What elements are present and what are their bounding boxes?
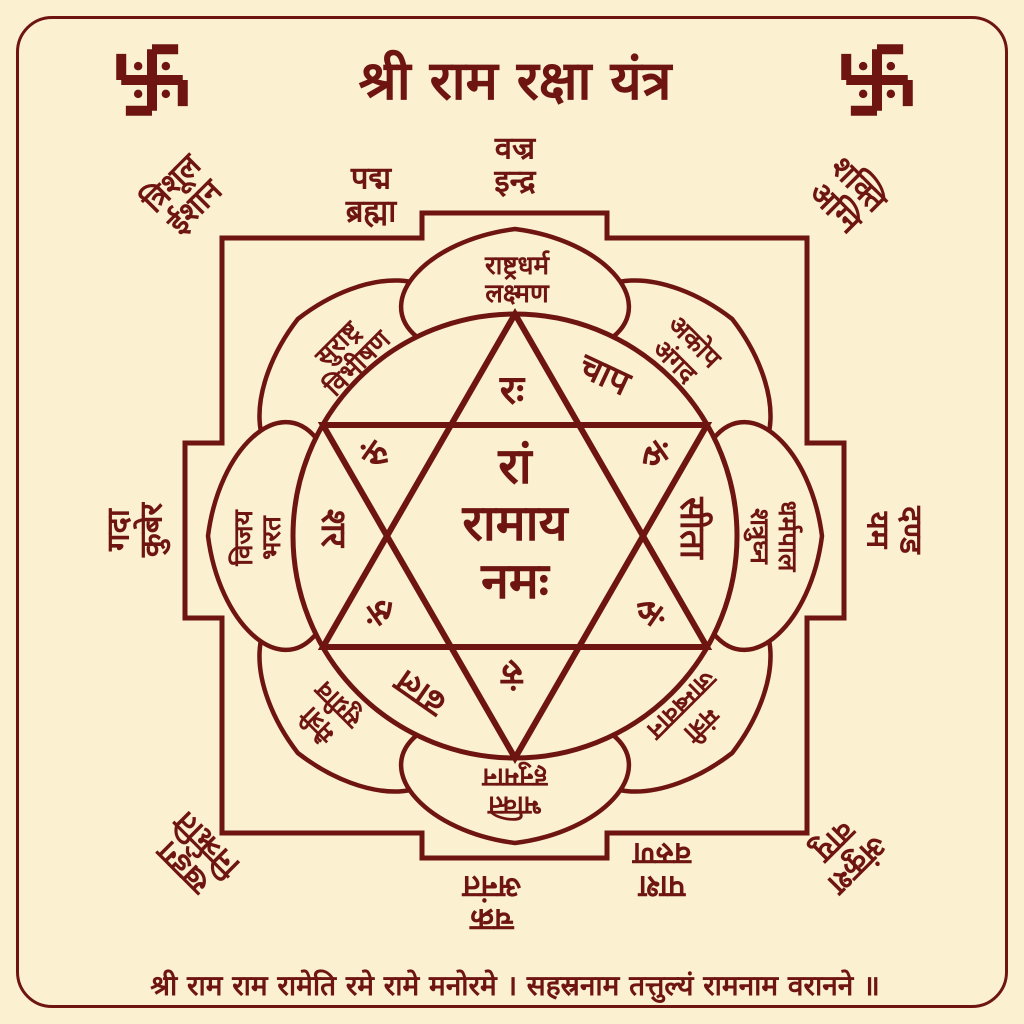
- hexagram-triangle-up: [317, 307, 713, 650]
- hexagram-triangle-down: [317, 422, 713, 765]
- petal-label-bharat: विजय भरत: [228, 510, 287, 566]
- bija-bottom: रुं: [501, 651, 523, 693]
- direction-label-varun-pash: पाश वरुण: [632, 835, 692, 905]
- direction-label-brahma-padma: पद्म ब्रह्मा: [345, 160, 397, 230]
- petal-label-hanuman: भक्ति हनुमान: [482, 762, 548, 821]
- center-mantra-line-1: रां: [498, 437, 532, 495]
- bhupura-square: [182, 210, 847, 861]
- swastika-icon: [116, 44, 188, 116]
- petal-label-lakshman: राष्ट्रधर्म लक्ष्मण: [484, 250, 550, 309]
- bija-top: रः: [499, 367, 525, 414]
- direction-label-indra-vajra: वज्र इन्द्र: [494, 130, 536, 200]
- lotus-petals: [205, 226, 825, 846]
- center-mantra-line-2: रामाय: [462, 494, 568, 552]
- hexagram: [317, 307, 713, 765]
- petal-label-shatrughna: धर्मपाल शत्रुघ्न: [744, 500, 803, 572]
- direction-label-kuber-gada: गदा कुबेर: [100, 502, 170, 558]
- ring-word-seeta: सीता: [671, 497, 712, 559]
- swastika-icon: [841, 44, 913, 116]
- center-mantra-line-3: नमः: [481, 552, 549, 610]
- ring-word-shar: शर: [312, 508, 353, 548]
- footer-mantra: श्री राम राम रामेति रमे रामे मनोरमे । सह…: [150, 969, 880, 1002]
- direction-label-anant-chakra: चक्र अनंत: [462, 868, 522, 938]
- direction-label-yam-danda: दण्ड यम: [859, 506, 929, 554]
- page-title: श्री राम रक्षा यंत्र: [358, 49, 672, 112]
